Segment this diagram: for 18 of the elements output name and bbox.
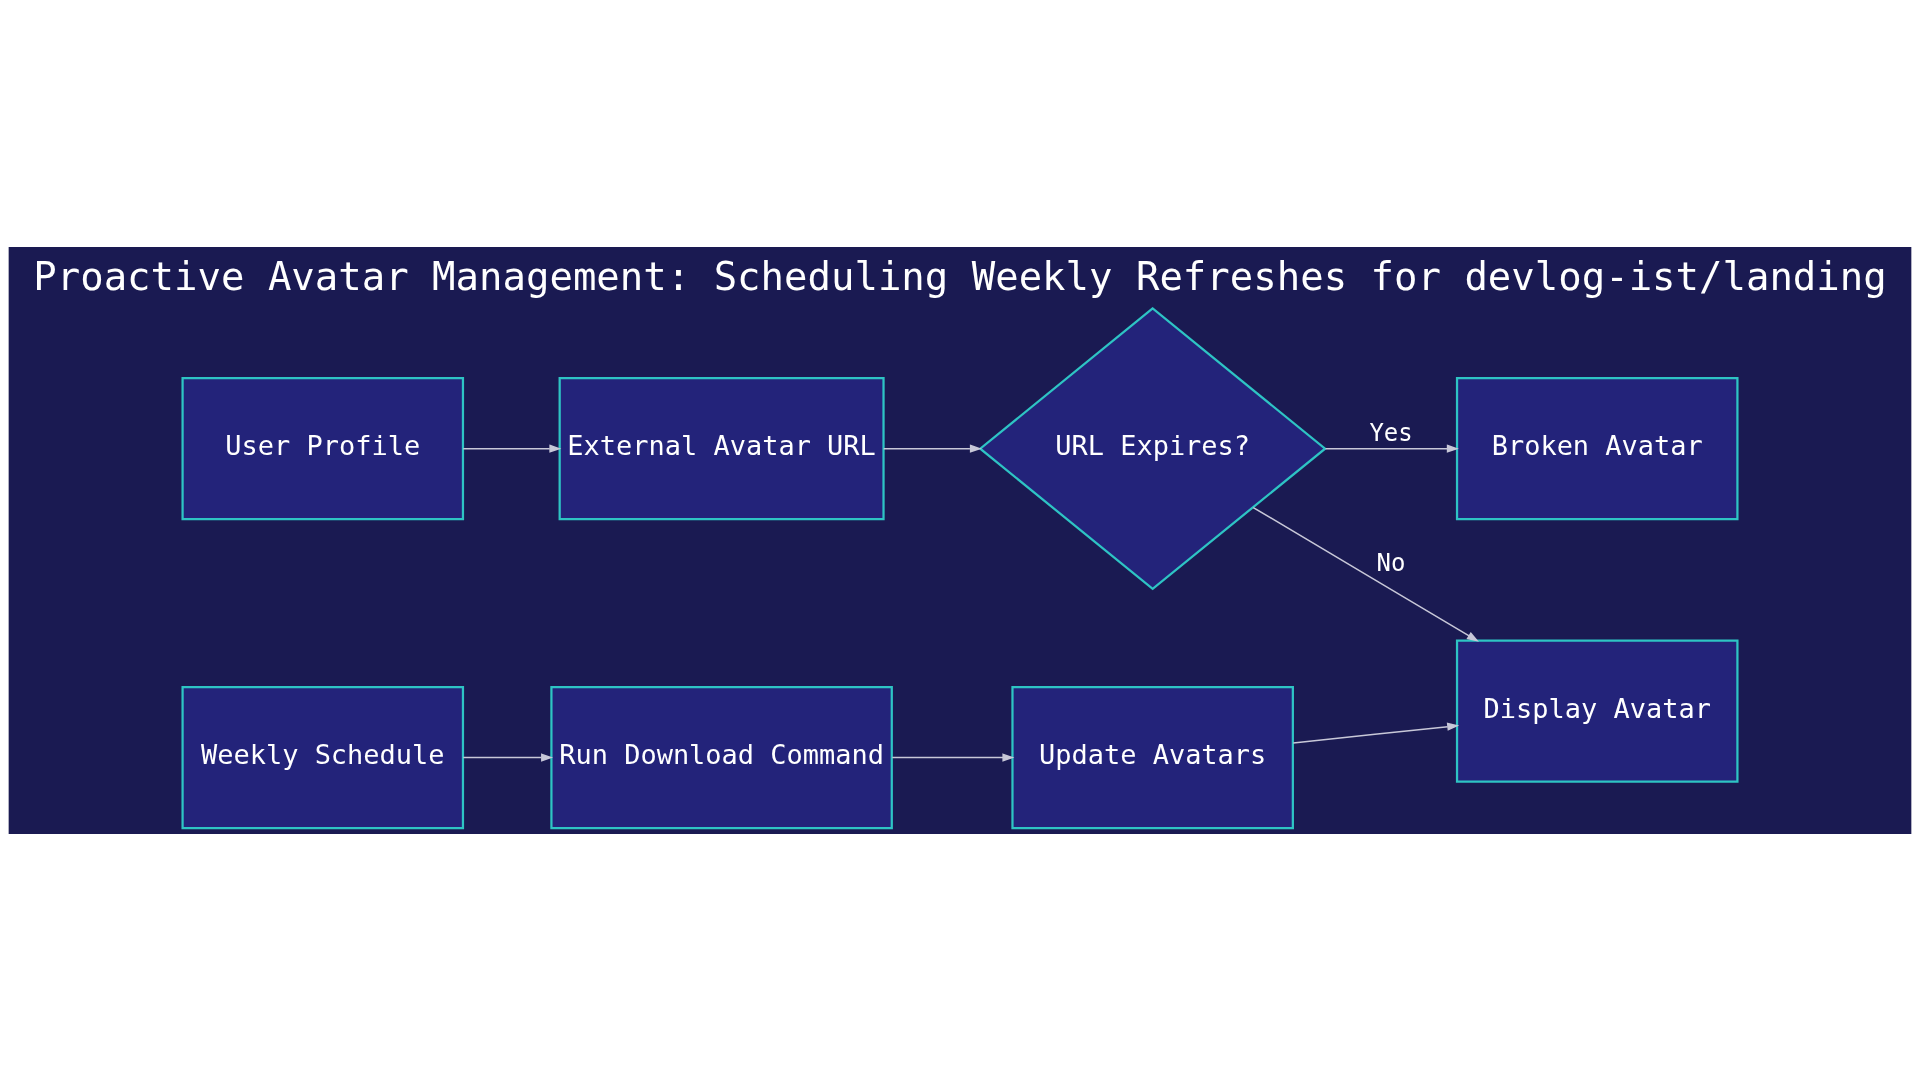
diagram-title: Proactive Avatar Management: Scheduling Weekly Refreshes for devlog-ist/landing bbox=[33, 253, 1887, 299]
node-box: Display Avatar bbox=[1455, 638, 1739, 783]
arrow bbox=[1324, 443, 1459, 453]
node-box: Broken Avatar bbox=[1455, 376, 1739, 520]
arrow bbox=[462, 443, 562, 453]
arrow bbox=[462, 752, 554, 762]
node-diamond: URL Expires? bbox=[978, 306, 1327, 590]
arrow bbox=[1252, 506, 1479, 642]
arrow bbox=[882, 443, 982, 453]
arrow bbox=[1292, 722, 1460, 744]
node-box: Update Avatars bbox=[1011, 685, 1294, 829]
arrow bbox=[891, 752, 1015, 762]
node-box: External Avatar URL bbox=[558, 376, 885, 520]
node-box: User Profile bbox=[181, 376, 465, 520]
node-box: Run Download Command bbox=[550, 685, 893, 829]
edge-label: Yes bbox=[1369, 418, 1413, 447]
edge-label: No bbox=[1376, 548, 1406, 577]
node-box: Weekly Schedule bbox=[181, 685, 465, 829]
